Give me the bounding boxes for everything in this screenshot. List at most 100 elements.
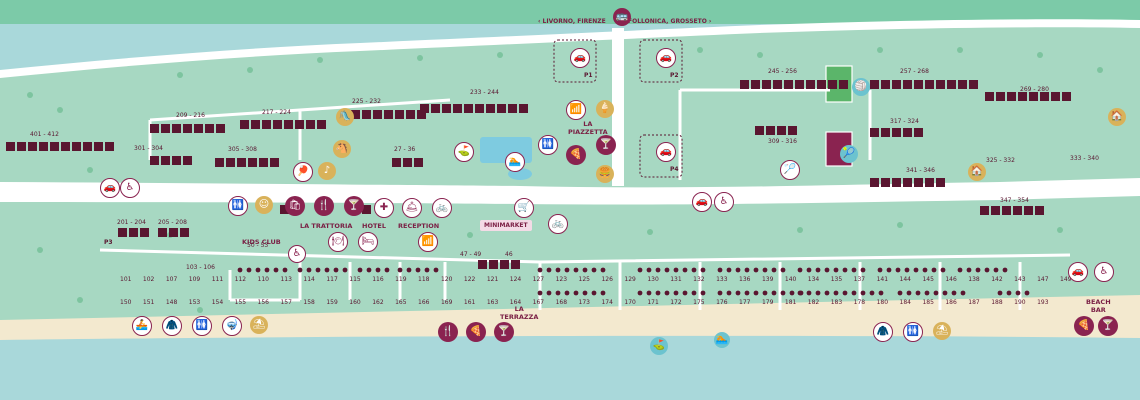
pitch-dot[interactable] xyxy=(564,267,570,273)
beach-toilets-2-icon[interactable]: 🚻 xyxy=(903,322,923,342)
pitch-dot[interactable] xyxy=(833,267,839,273)
pitch-dot[interactable] xyxy=(762,290,768,296)
accommodation-unit[interactable] xyxy=(431,104,440,113)
pitch-dot[interactable] xyxy=(940,267,946,273)
cocktail-icon[interactable]: 🍸 xyxy=(596,135,616,155)
accommodation-unit[interactable] xyxy=(1013,206,1022,215)
accommodation-unit[interactable] xyxy=(958,80,967,89)
pitch-dot[interactable] xyxy=(886,267,892,273)
accommodation-unit[interactable] xyxy=(870,128,879,137)
hotel-icon[interactable]: 🛏 xyxy=(358,232,378,252)
pitch-dot[interactable] xyxy=(1024,290,1030,296)
accommodation-unit[interactable] xyxy=(169,228,178,237)
pitch-dot[interactable] xyxy=(744,290,750,296)
accommodation-unit[interactable] xyxy=(161,156,170,165)
first-aid-icon[interactable]: ✚ xyxy=(374,198,394,218)
pitch-dot[interactable] xyxy=(600,267,606,273)
accommodation-unit[interactable] xyxy=(273,120,282,129)
accommodation-unit[interactable] xyxy=(453,104,462,113)
accommodation-unit[interactable] xyxy=(839,80,848,89)
accommodation-unit[interactable] xyxy=(500,260,509,269)
accommodation-unit[interactable] xyxy=(61,142,70,151)
pony-icon[interactable]: 🐴 xyxy=(333,140,351,158)
pitch-dot[interactable] xyxy=(573,267,579,273)
accommodation-unit[interactable] xyxy=(784,80,793,89)
accommodation-unit[interactable] xyxy=(892,80,901,89)
pitch-dot[interactable] xyxy=(824,290,830,296)
pitch-dot[interactable] xyxy=(717,290,723,296)
pitch-dot[interactable] xyxy=(682,267,688,273)
pitch-dot[interactable] xyxy=(753,267,759,273)
accommodation-unit[interactable] xyxy=(183,124,192,133)
accommodation-unit[interactable] xyxy=(478,260,487,269)
pitch-dot[interactable] xyxy=(357,267,363,273)
accommodation-unit[interactable] xyxy=(969,80,978,89)
cart-icon[interactable]: 🛒 xyxy=(514,198,534,218)
pitch-dot[interactable] xyxy=(851,290,857,296)
pitch-dot[interactable] xyxy=(904,267,910,273)
accommodation-unit[interactable] xyxy=(497,104,506,113)
accommodation-unit[interactable] xyxy=(262,120,271,129)
beach-bar-food-icon[interactable]: 🍕 xyxy=(1074,316,1094,336)
accommodation-unit[interactable] xyxy=(150,156,159,165)
pitch-dot[interactable] xyxy=(333,267,339,273)
accommodation-unit[interactable] xyxy=(762,80,771,89)
accommodation-unit[interactable] xyxy=(881,178,890,187)
pitch-dot[interactable] xyxy=(957,267,963,273)
pitch-dot[interactable] xyxy=(582,290,588,296)
pitch-dot[interactable] xyxy=(735,290,741,296)
pitch-dot[interactable] xyxy=(664,267,670,273)
parking-car-icon[interactable]: 🚗 xyxy=(656,142,676,162)
car-2-icon[interactable]: 🚗 xyxy=(692,192,712,212)
accommodation-unit[interactable] xyxy=(6,142,15,151)
accommodation-unit[interactable] xyxy=(248,158,257,167)
jetty-icon[interactable]: 🏊 xyxy=(714,332,730,348)
pitch-dot[interactable] xyxy=(975,267,981,273)
pitch-dot[interactable] xyxy=(591,290,597,296)
pitch-dot[interactable] xyxy=(255,267,261,273)
pitch-dot[interactable] xyxy=(797,290,803,296)
accommodation-unit[interactable] xyxy=(914,128,923,137)
pitch-dot[interactable] xyxy=(306,267,312,273)
car-3-icon[interactable]: 🚗 xyxy=(1068,262,1088,282)
accommodation-unit[interactable] xyxy=(94,142,103,151)
accommodation-unit[interactable] xyxy=(985,92,994,101)
pitch-dot[interactable] xyxy=(397,267,403,273)
wheelchair-icon[interactable]: ♿ xyxy=(120,178,140,198)
accommodation-unit[interactable] xyxy=(280,205,289,214)
terrazza-pizza-icon[interactable]: 🍕 xyxy=(466,322,486,342)
pitch-dot[interactable] xyxy=(646,267,652,273)
pitch-dot[interactable] xyxy=(366,267,372,273)
accommodation-unit[interactable] xyxy=(118,228,127,237)
pitch-dot[interactable] xyxy=(691,267,697,273)
pitch-dot[interactable] xyxy=(851,267,857,273)
pitch-dot[interactable] xyxy=(537,267,543,273)
parking-car-icon[interactable]: 🚗 xyxy=(570,48,590,68)
snack-icon[interactable]: 🍔 xyxy=(596,165,614,183)
accommodation-unit[interactable] xyxy=(740,80,749,89)
pitch-dot[interactable] xyxy=(655,290,661,296)
accommodation-unit[interactable] xyxy=(925,80,934,89)
sports-icon[interactable]: 🏸 xyxy=(780,160,800,180)
toilets-piazzetta-icon[interactable]: 🚻 xyxy=(538,135,558,155)
pitch-dot[interactable] xyxy=(735,267,741,273)
accommodation-unit[interactable] xyxy=(881,80,890,89)
pitch-dot[interactable] xyxy=(384,267,390,273)
pitch-dot[interactable] xyxy=(933,290,939,296)
accommodation-unit[interactable] xyxy=(284,120,293,129)
pitch-dot[interactable] xyxy=(842,267,848,273)
accommodation-unit[interactable] xyxy=(362,205,371,214)
bbq-2-icon[interactable]: 🏠 xyxy=(968,163,986,181)
accommodation-unit[interactable] xyxy=(980,206,989,215)
accommodation-unit[interactable] xyxy=(1062,92,1071,101)
pitch-dot[interactable] xyxy=(691,290,697,296)
water-slide-icon[interactable]: 🏊 xyxy=(505,152,525,172)
accommodation-unit[interactable] xyxy=(788,126,797,135)
amphitheatre-icon[interactable]: ♪ xyxy=(318,162,336,180)
accommodation-unit[interactable] xyxy=(508,104,517,113)
pitch-dot[interactable] xyxy=(771,290,777,296)
pitch-dot[interactable] xyxy=(780,267,786,273)
accommodation-unit[interactable] xyxy=(870,80,879,89)
accommodation-unit[interactable] xyxy=(39,142,48,151)
pitch-dot[interactable] xyxy=(860,290,866,296)
